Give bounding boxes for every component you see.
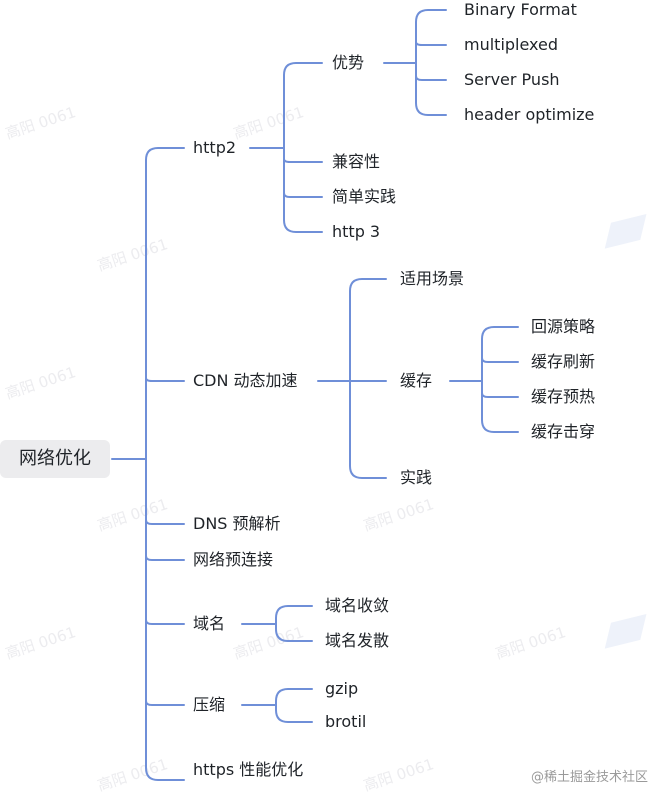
node-domain-diverge[interactable]: 域名发散 xyxy=(325,631,390,650)
node-origin-strategy[interactable]: 回源策略 xyxy=(531,317,596,336)
node-compat[interactable]: 兼容性 xyxy=(332,152,381,171)
node-https[interactable]: https 性能优化 xyxy=(193,760,304,779)
node-advantage[interactable]: 优势 xyxy=(332,53,365,72)
node-cache-penetrate[interactable]: 缓存击穿 xyxy=(531,422,596,441)
credit-watermark: @稀土掘金技术社区 xyxy=(530,770,648,785)
node-server-push[interactable]: Server Push xyxy=(464,70,560,89)
node-dns[interactable]: DNS 预解析 xyxy=(193,514,281,533)
node-preconnect[interactable]: 网络预连接 xyxy=(193,550,274,569)
node-http2[interactable]: http2 xyxy=(193,138,237,157)
node-practice[interactable]: 实践 xyxy=(400,468,433,487)
node-cdn[interactable]: CDN 动态加速 xyxy=(193,371,298,390)
node-binary-format[interactable]: Binary Format xyxy=(464,0,577,19)
node-simple-practice[interactable]: 简单实践 xyxy=(332,187,397,206)
node-compress[interactable]: 压缩 xyxy=(193,695,226,714)
node-domain[interactable]: 域名 xyxy=(193,614,226,633)
node-cache-preheat[interactable]: 缓存预热 xyxy=(531,387,596,406)
node-http3[interactable]: http 3 xyxy=(332,222,381,241)
root-node[interactable]: 网络优化 xyxy=(0,440,110,478)
node-brotil[interactable]: brotil xyxy=(325,712,367,731)
node-multiplexed[interactable]: multiplexed xyxy=(464,35,559,54)
node-cache[interactable]: 缓存 xyxy=(400,371,433,390)
node-header-optimize[interactable]: header optimize xyxy=(464,105,595,124)
node-scenarios[interactable]: 适用场景 xyxy=(400,269,465,288)
node-gzip[interactable]: gzip xyxy=(325,679,359,698)
node-cache-refresh[interactable]: 缓存刷新 xyxy=(531,352,596,371)
node-domain-converge[interactable]: 域名收敛 xyxy=(325,596,390,615)
